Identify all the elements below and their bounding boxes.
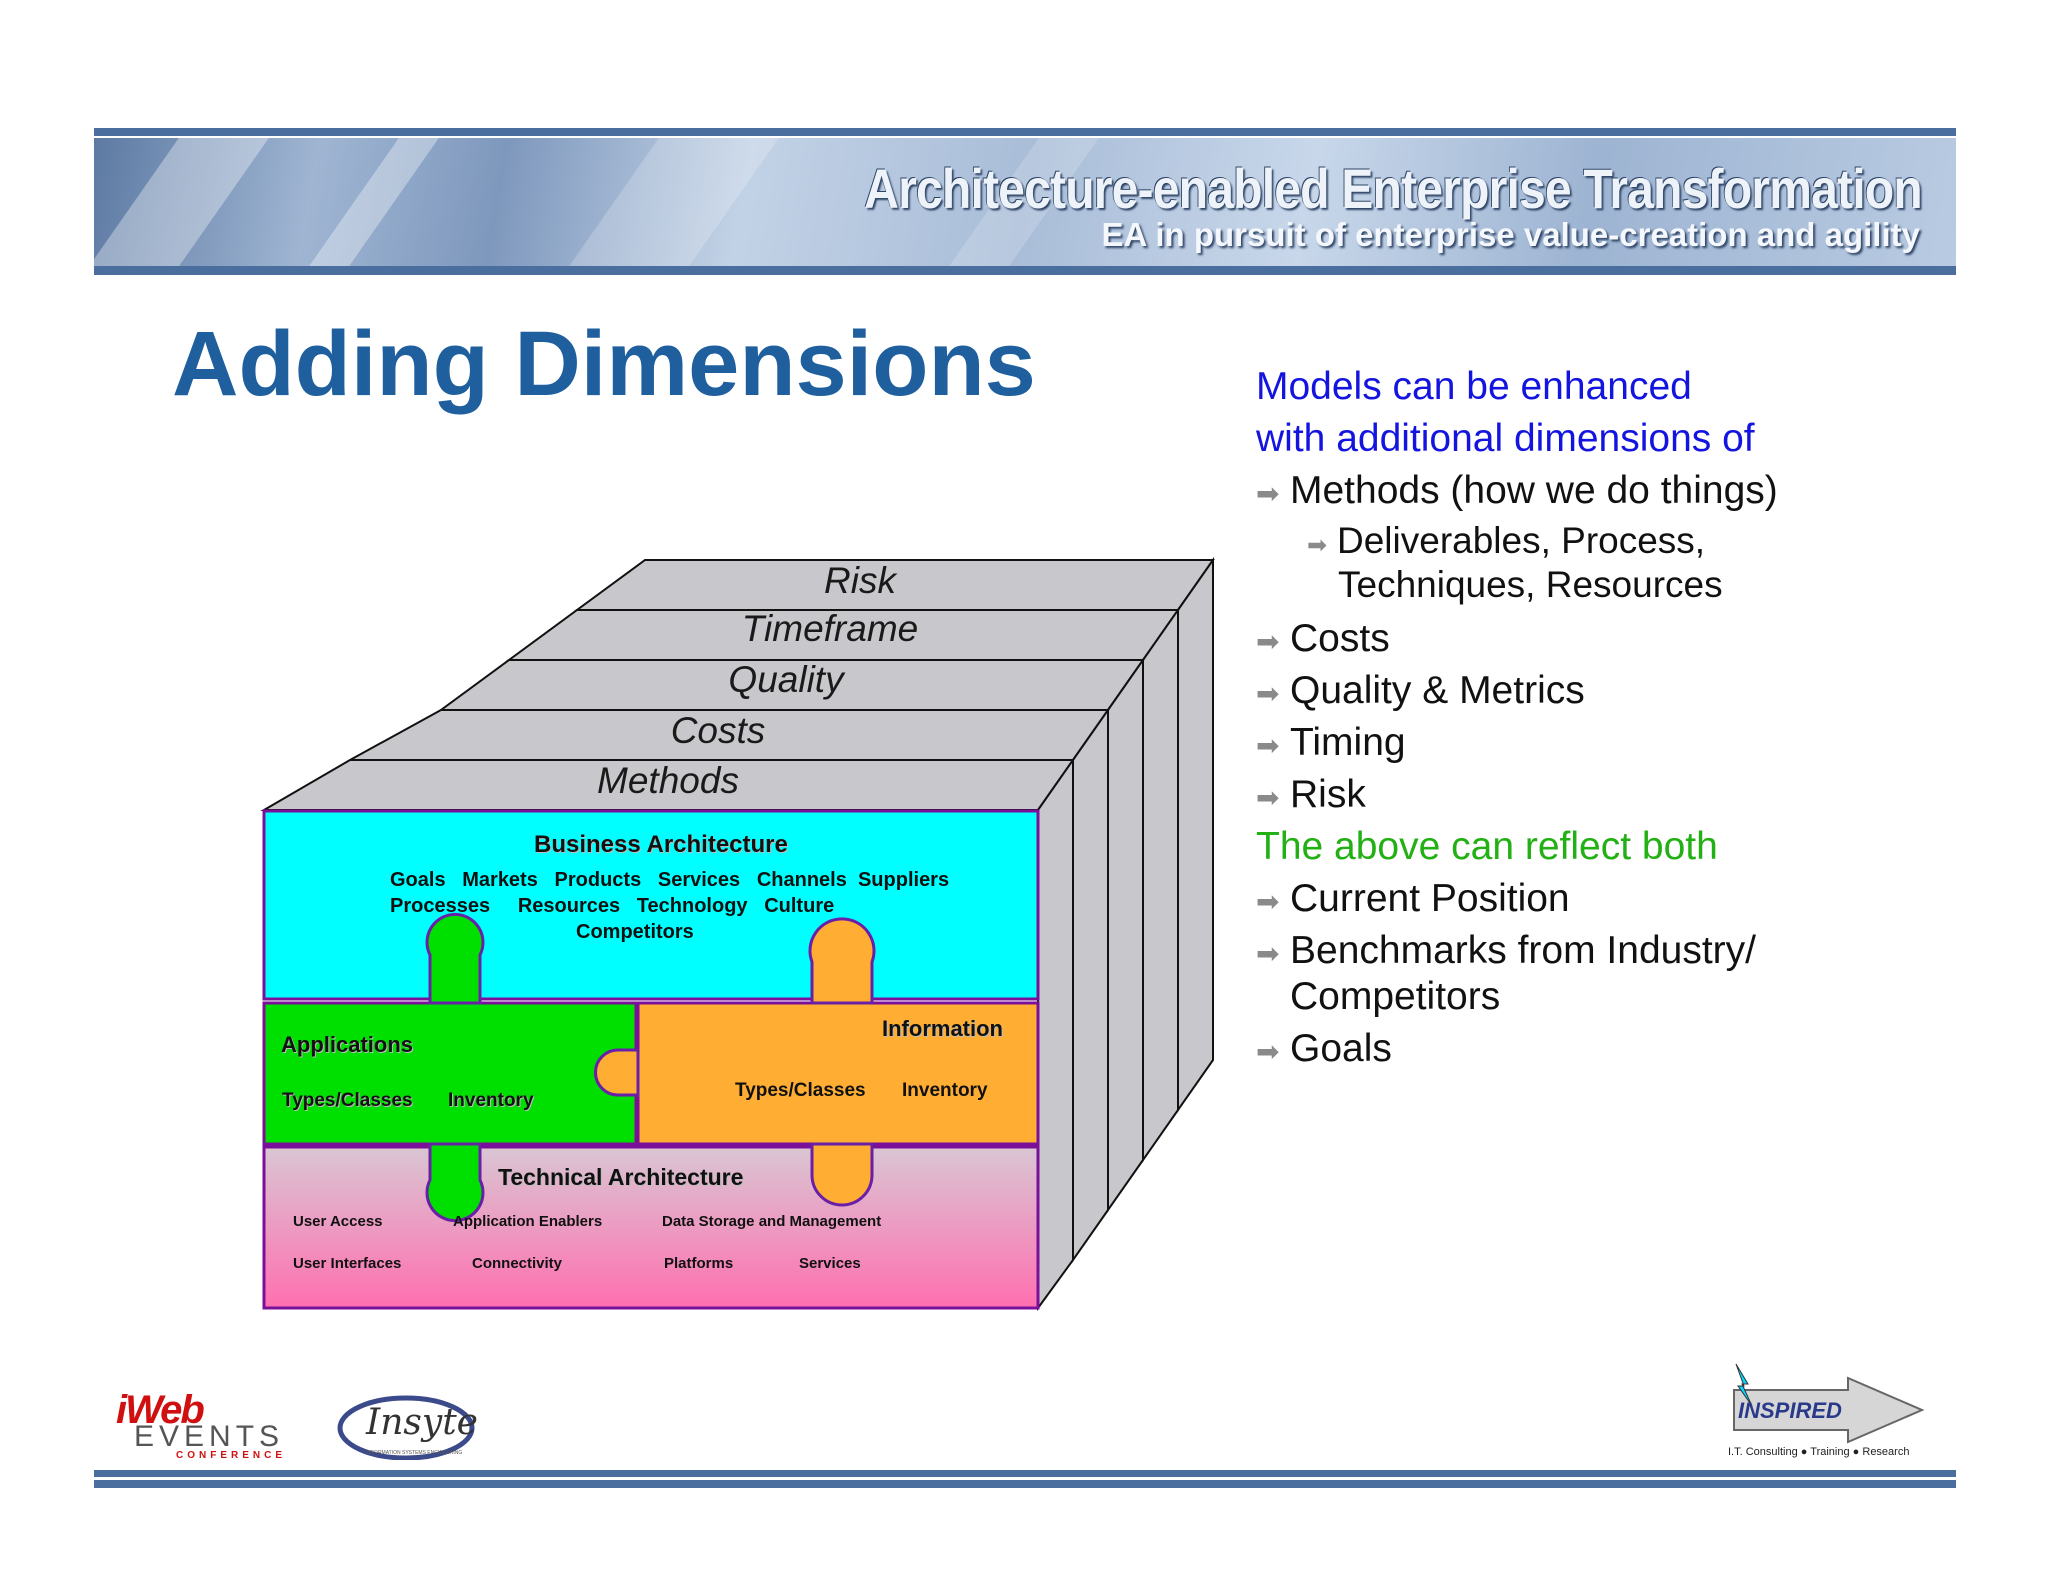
information-knob-bottom: [810, 1142, 874, 1207]
bullet-current-position: ➡Current Position: [1256, 877, 1570, 920]
tech-user-access: User Access: [293, 1213, 383, 1230]
insyte-logo-text: Insyte: [366, 1402, 478, 1443]
applications-knob-bottom: [425, 1142, 485, 1223]
arrow-bullet-icon: ➡: [1307, 532, 1328, 559]
applications-title: Applications: [281, 1032, 414, 1057]
slide-title: Adding Dimensions: [172, 313, 1036, 415]
conference-logo-text: CONFERENCE: [176, 1450, 287, 1461]
footer-rule: [94, 1470, 1956, 1488]
applications-knob-top: [425, 912, 485, 1005]
events-logo-text: EVENTS: [134, 1420, 285, 1453]
insyte-swoosh-icon: [337, 1395, 475, 1460]
applications-inventory: Inventory: [448, 1090, 534, 1111]
insyte-tagline: INFORMATION SYSTEMS ENGINEERING: [366, 1450, 463, 1456]
tech-platforms: Platforms: [664, 1255, 734, 1272]
arrow-bullet-icon: ➡: [1256, 1036, 1280, 1067]
inspired-logo: INSPIRED I.T. Consulting ● Training ● Re…: [1728, 1362, 1928, 1462]
intro-line-1: Models can be enhanced: [1256, 365, 1692, 408]
tech-connectivity: Connectivity: [472, 1255, 563, 1272]
iweb-logo-text: iWeb: [116, 1388, 205, 1432]
arrow-bullet-icon: ➡: [1256, 626, 1280, 657]
arrow-bullet-icon: ➡: [1256, 478, 1280, 509]
header-rule-bottom: [94, 266, 1956, 275]
information-knob-top: [808, 917, 876, 1005]
business-items-line1: Goals Markets Products Services Channels…: [390, 869, 950, 891]
layer-label-costs: Costs: [670, 710, 766, 751]
technical-architecture-block: [262, 1145, 1040, 1310]
bullet-costs: ➡Costs: [1256, 617, 1390, 660]
layer-label-timeframe: Timeframe: [741, 608, 919, 649]
header-banner: Architecture-enabled Enterprise Transfor…: [94, 138, 1956, 266]
business-architecture-title: Business Architecture: [534, 831, 788, 858]
layer-slab-costs: [349, 706, 1110, 1264]
bullet-benchmarks: ➡Benchmarks from Industry/: [1256, 929, 1756, 972]
layer-label-quality: Quality: [728, 659, 844, 700]
banner-subtitle: EA in pursuit of enterprise value-creati…: [1101, 216, 1920, 253]
bullet-goals: ➡Goals: [1256, 1027, 1392, 1070]
tech-data-storage: Data Storage and Management: [662, 1213, 882, 1230]
arrow-bullet-icon: ➡: [1256, 782, 1280, 813]
arrow-bullet-icon: ➡: [1256, 678, 1280, 709]
tech-user-interfaces: User Interfaces: [293, 1255, 402, 1272]
arrow-bullet-icon: ➡: [1256, 938, 1280, 969]
insyte-logo: Insyte INFORMATION SYSTEMS ENGINEERING: [336, 1390, 486, 1460]
bullet-benchmarks-cont: Competitors: [1290, 975, 1501, 1018]
business-items-line2: Processes Resources Technology Culture: [390, 895, 835, 917]
bullet-timing: ➡Timing: [1256, 721, 1406, 764]
arrow-bullet-icon: ➡: [1256, 886, 1280, 917]
sub-bullet-techniques: Techniques, Resources: [1338, 564, 1723, 605]
tech-services: Services: [799, 1255, 861, 1272]
reflect-line: The above can reflect both: [1256, 825, 1718, 868]
tech-app-enablers: Application Enablers: [453, 1213, 603, 1230]
header-rule-top: [94, 128, 1956, 136]
bullet-quality: ➡Quality & Metrics: [1256, 669, 1585, 712]
information-inventory: Inventory: [902, 1080, 988, 1101]
bullet-methods: ➡Methods (how we do things): [1256, 469, 1778, 512]
layer-slab-quality: [437, 656, 1145, 1214]
information-knob-left: [594, 1048, 640, 1097]
information-types: Types/Classes: [735, 1080, 866, 1101]
technical-architecture-title: Technical Architecture: [498, 1164, 744, 1190]
bullet-risk: ➡Risk: [1256, 773, 1366, 816]
iweb-events-logo: iWeb EVENTS CONFERENCE: [116, 1388, 306, 1461]
business-items-line3: Competitors: [576, 921, 694, 943]
information-title: Information: [882, 1016, 1003, 1041]
layer-label-methods: Methods: [597, 760, 739, 801]
applications-block: [262, 1001, 638, 1146]
inspired-arrow-icon: [1733, 1363, 1925, 1444]
layer-label-risk: Risk: [824, 560, 896, 601]
business-architecture-block: [262, 809, 1040, 1001]
inspired-tagline: I.T. Consulting ● Training ● Research: [1728, 1446, 1910, 1458]
sub-bullet-deliverables: ➡Deliverables, Process,: [1307, 520, 1706, 561]
applications-types: Types/Classes: [282, 1090, 413, 1111]
intro-line-2: with additional dimensions of: [1256, 417, 1755, 460]
inspired-logo-text: INSPIRED: [1738, 1398, 1842, 1423]
arrow-bullet-icon: ➡: [1256, 730, 1280, 761]
banner-title: Architecture-enabled Enterprise Transfor…: [864, 157, 1923, 220]
